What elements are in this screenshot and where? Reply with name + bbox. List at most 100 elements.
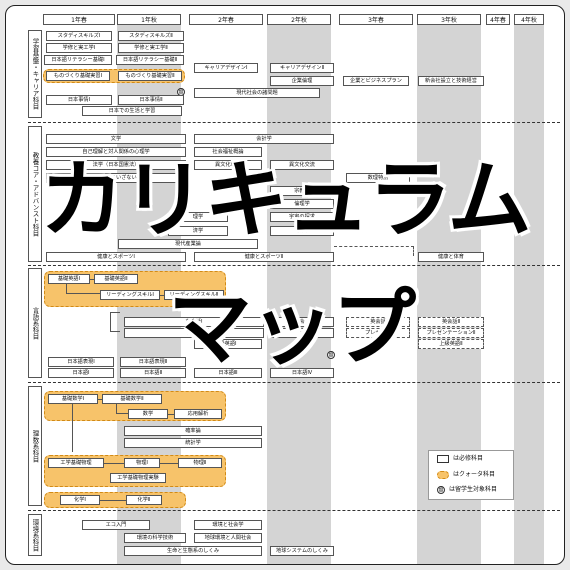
- course-box: 会: [270, 317, 334, 327]
- course-box: 物理Ⅱ: [178, 458, 222, 468]
- curriculum-map: 1年春 1年秋 2年春 2年秋 3年春 3年秋 4年春 4年秋 学習基盤・キャリ…: [5, 5, 565, 565]
- arrow: [90, 279, 94, 280]
- course-box: 法学（日本国憲法）: [46, 160, 186, 170]
- course-box: 自己理解と対人関係の心理学: [46, 147, 186, 157]
- course-box: 確率論: [124, 426, 262, 436]
- course-box: ものづくり基礎実習Ⅰ: [46, 71, 110, 81]
- arrow: [98, 399, 102, 400]
- required-swatch-icon: [437, 454, 449, 463]
- arrow: [160, 463, 178, 464]
- course-box: 生命と生態系のしくみ: [124, 546, 262, 556]
- course-box: 応用解析: [174, 409, 222, 419]
- course-box: 現代社会の諸問題: [194, 88, 320, 98]
- quota-swatch-icon: [437, 470, 449, 479]
- course-box: 上級英語Ⅱ: [418, 339, 484, 349]
- course-box: 新会社設立と技術経営: [418, 76, 484, 86]
- course-box: 日本語リテラシー基礎Ⅱ: [116, 55, 184, 65]
- course-box: ものづくり基礎実習Ⅱ: [118, 71, 182, 81]
- arrow: [72, 404, 73, 452]
- course-box: キャリアデザインⅠ: [194, 63, 258, 73]
- course-box: 健康とスポーツⅡ: [194, 252, 334, 262]
- arrow: [100, 500, 126, 501]
- course-box: 化学Ⅱ: [126, 495, 162, 505]
- course-box: 宗教学: [270, 186, 334, 196]
- course-box: 健康と体育: [418, 252, 484, 262]
- course-box: 日本語Ⅰ: [48, 368, 114, 378]
- arrow: [104, 463, 124, 464]
- course-box: プレゼンテ: [346, 328, 410, 338]
- course-box: 基礎英語Ⅰ: [48, 274, 90, 284]
- course-box: スタディスキルズⅡ: [118, 31, 184, 41]
- section-label: 教養コア・アドバンスト科目: [28, 126, 42, 262]
- arrow: [110, 312, 120, 332]
- col-header: 4年秋: [514, 14, 544, 25]
- course-box: 宇宙の探求: [270, 212, 334, 222]
- course-box: 工学基礎物理実験: [110, 473, 166, 483]
- col-header: 2年秋: [267, 14, 331, 25]
- course-box: 日本での生活と学習: [82, 106, 182, 116]
- course-box: 日本語Ⅱ: [120, 368, 186, 378]
- col-header: 3年秋: [417, 14, 481, 25]
- course-box: 物質: [270, 226, 334, 236]
- connector-line: [334, 246, 414, 256]
- legend-quota: はクォータ科目: [437, 470, 495, 480]
- course-box: 環境の科学技術: [124, 533, 186, 543]
- autumn-col-shade: [514, 14, 544, 564]
- course-box: 異文化交流: [270, 160, 334, 170]
- arrow: [116, 404, 128, 414]
- course-box: 学修と実工学Ⅱ: [118, 43, 184, 53]
- legend: は必修科目 はクォータ科目 留は留学生対象科目: [428, 450, 514, 500]
- course-box: 科学へのいざない: [46, 173, 186, 183]
- col-header: 1年春: [43, 14, 115, 25]
- course-box: 物理Ⅰ: [124, 458, 160, 468]
- section-divider: [28, 382, 560, 383]
- intl-mark: 留: [327, 351, 335, 359]
- course-box: ュ: [270, 328, 334, 338]
- course-box: リーディングスキルⅠ: [100, 290, 160, 300]
- intl-icon: 留: [437, 485, 445, 494]
- col-header: 1年秋: [117, 14, 181, 25]
- section-label: 理数系科目: [28, 386, 42, 506]
- course-box: プレゼ: [124, 328, 264, 338]
- course-box: 工学基礎物理: [48, 458, 104, 468]
- legend-required-label: は必修科目: [453, 455, 484, 462]
- course-box: 倫理学: [270, 199, 334, 209]
- course-box: 数学: [128, 409, 168, 419]
- course-box: 日本事情Ⅱ: [118, 95, 184, 105]
- course-box: 企業倫理: [270, 76, 334, 86]
- section-label: 言語系科目: [28, 268, 42, 378]
- course-box: 統計学: [124, 438, 262, 448]
- course-box: エコ入門: [82, 520, 150, 530]
- course-box: 環境と社会学: [194, 520, 262, 530]
- arrow: [168, 414, 174, 415]
- course-box: 社会福祉概論: [194, 147, 262, 157]
- course-box: 会計学: [194, 134, 334, 144]
- section-divider: [28, 510, 560, 511]
- course-box: 英会話Ⅱ: [418, 317, 484, 327]
- overlay-title-line2: マップ: [168, 279, 416, 377]
- course-box: スタディスキルズⅠ: [46, 31, 112, 41]
- course-box: 数理特別: [346, 173, 410, 183]
- course-box: 現代産業論: [118, 239, 258, 249]
- arrow: [66, 284, 100, 294]
- course-box: リーディングスキルⅡ: [164, 290, 224, 300]
- course-box: 日本事情Ⅰ: [46, 95, 112, 105]
- course-box: 日本語表現Ⅱ: [120, 357, 186, 367]
- section-divider: [28, 265, 560, 266]
- course-box: 英会話: [346, 317, 410, 327]
- overlay-title-line1: カリキュラム: [40, 151, 531, 249]
- course-box: 日本語Ⅲ: [194, 368, 262, 378]
- legend-required: は必修科目: [437, 454, 483, 464]
- legend-intl: 留は留学生対象科目: [437, 485, 497, 495]
- course-box: 地球システムのしくみ: [270, 546, 334, 556]
- col-header: 3年春: [339, 14, 413, 25]
- course-box: プレゼンテーションⅡ: [418, 328, 484, 338]
- col-header: 4年春: [486, 14, 510, 25]
- course-box: 英会話Ⅰ: [124, 317, 264, 327]
- legend-intl-label: は留学生対象科目: [449, 486, 498, 493]
- col-header: 2年春: [189, 14, 263, 25]
- course-box: キャリアデザインⅡ: [270, 63, 334, 73]
- legend-quota-label: はクォータ科目: [453, 471, 496, 478]
- course-box: 化学Ⅰ: [60, 495, 100, 505]
- course-box: 基礎数学Ⅰ: [48, 394, 98, 404]
